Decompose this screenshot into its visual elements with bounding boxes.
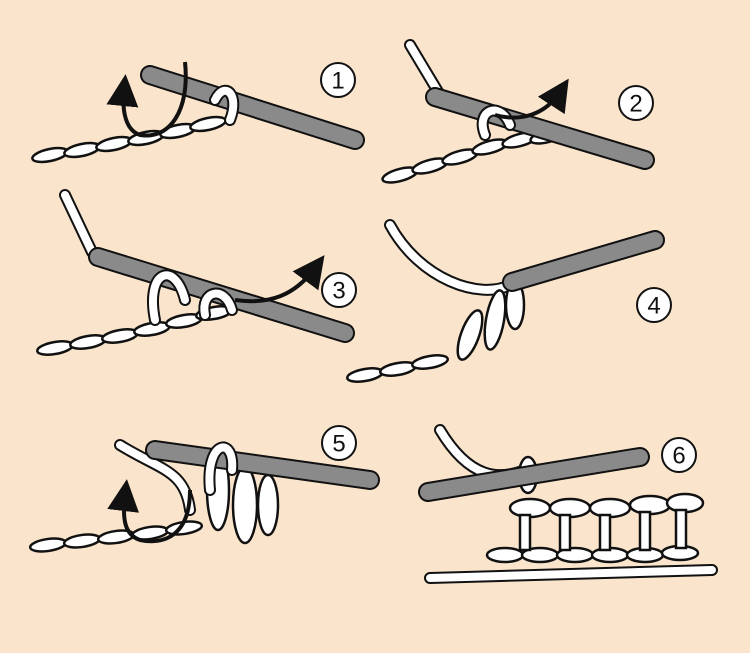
step-number: 5 bbox=[332, 431, 345, 458]
step-number-badge bbox=[636, 287, 672, 323]
step-4-panel: 4 bbox=[345, 219, 672, 383]
step-number: 2 bbox=[629, 91, 642, 118]
step-number: 6 bbox=[672, 443, 685, 470]
arrow-icon bbox=[107, 479, 192, 544]
step-number-badge bbox=[618, 85, 654, 121]
step-2-panel: 2 bbox=[381, 39, 655, 184]
chain-stitches bbox=[345, 354, 450, 383]
arrow-icon bbox=[234, 255, 325, 304]
step-number-badge bbox=[661, 437, 697, 473]
step-5-panel: 5 bbox=[28, 425, 380, 553]
step-1-panel: 1 bbox=[31, 61, 365, 164]
arrow-icon bbox=[106, 61, 188, 138]
step-number: 4 bbox=[647, 293, 660, 320]
step-number: 1 bbox=[331, 68, 344, 95]
step-3-panel: 3 bbox=[35, 189, 357, 356]
step-number-badge bbox=[321, 425, 357, 461]
step-6-panel: 6 bbox=[418, 424, 718, 584]
chain-stitches bbox=[485, 492, 705, 564]
arrow-icon bbox=[494, 78, 569, 120]
step-number-badge bbox=[321, 272, 357, 308]
chain-stitches bbox=[28, 520, 204, 553]
step-number: 3 bbox=[332, 278, 345, 305]
step-number-badge bbox=[320, 62, 356, 98]
